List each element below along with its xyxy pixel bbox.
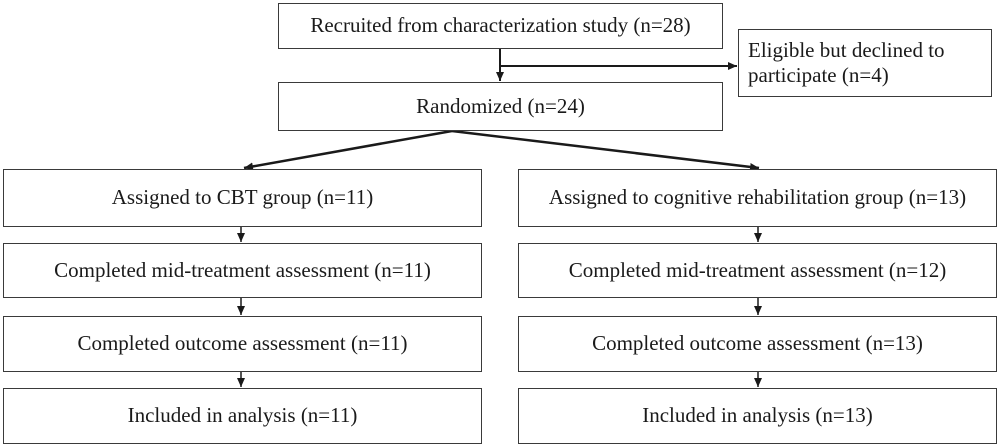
declined-label: Eligible but declined to participate (n=… bbox=[748, 37, 945, 87]
cbt-mid-treatment-label: Completed mid-treatment assessment (n=11… bbox=[54, 257, 431, 282]
cbt-analysis-label: Included in analysis (n=11) bbox=[127, 403, 358, 428]
arrow-randomized-to-cbt bbox=[243, 129, 453, 171]
cbt-analysis-box: Included in analysis (n=11) bbox=[3, 388, 482, 444]
randomized-box: Randomized (n=24) bbox=[278, 82, 723, 131]
cognitive-outcome-label: Completed outcome assessment (n=13) bbox=[592, 331, 923, 356]
recruited-box: Recruited from characterization study (n… bbox=[278, 3, 723, 49]
cognitive-analysis-box: Included in analysis (n=13) bbox=[518, 388, 997, 444]
cognitive-outcome-box: Completed outcome assessment (n=13) bbox=[518, 316, 997, 372]
cbt-assigned-label: Assigned to CBT group (n=11) bbox=[111, 185, 374, 210]
cognitive-assigned-label: Assigned to cognitive rehabilitation gro… bbox=[548, 185, 967, 210]
cognitive-assigned-box: Assigned to cognitive rehabilitation gro… bbox=[518, 169, 997, 227]
cbt-outcome-label: Completed outcome assessment (n=11) bbox=[77, 331, 408, 356]
cbt-outcome-box: Completed outcome assessment (n=11) bbox=[3, 316, 482, 372]
arrow-randomized-to-cognitive bbox=[451, 129, 760, 171]
randomized-label: Randomized (n=24) bbox=[416, 93, 585, 118]
recruited-label: Recruited from characterization study (n… bbox=[310, 13, 691, 38]
declined-box: Eligible but declined to participate (n=… bbox=[738, 29, 992, 97]
cbt-assigned-box: Assigned to CBT group (n=11) bbox=[3, 169, 482, 227]
cbt-mid-treatment-box: Completed mid-treatment assessment (n=11… bbox=[3, 243, 482, 298]
cognitive-mid-treatment-label: Completed mid-treatment assessment (n=12… bbox=[568, 257, 947, 282]
cognitive-mid-treatment-box: Completed mid-treatment assessment (n=12… bbox=[518, 243, 997, 298]
cognitive-analysis-label: Included in analysis (n=13) bbox=[642, 403, 873, 428]
